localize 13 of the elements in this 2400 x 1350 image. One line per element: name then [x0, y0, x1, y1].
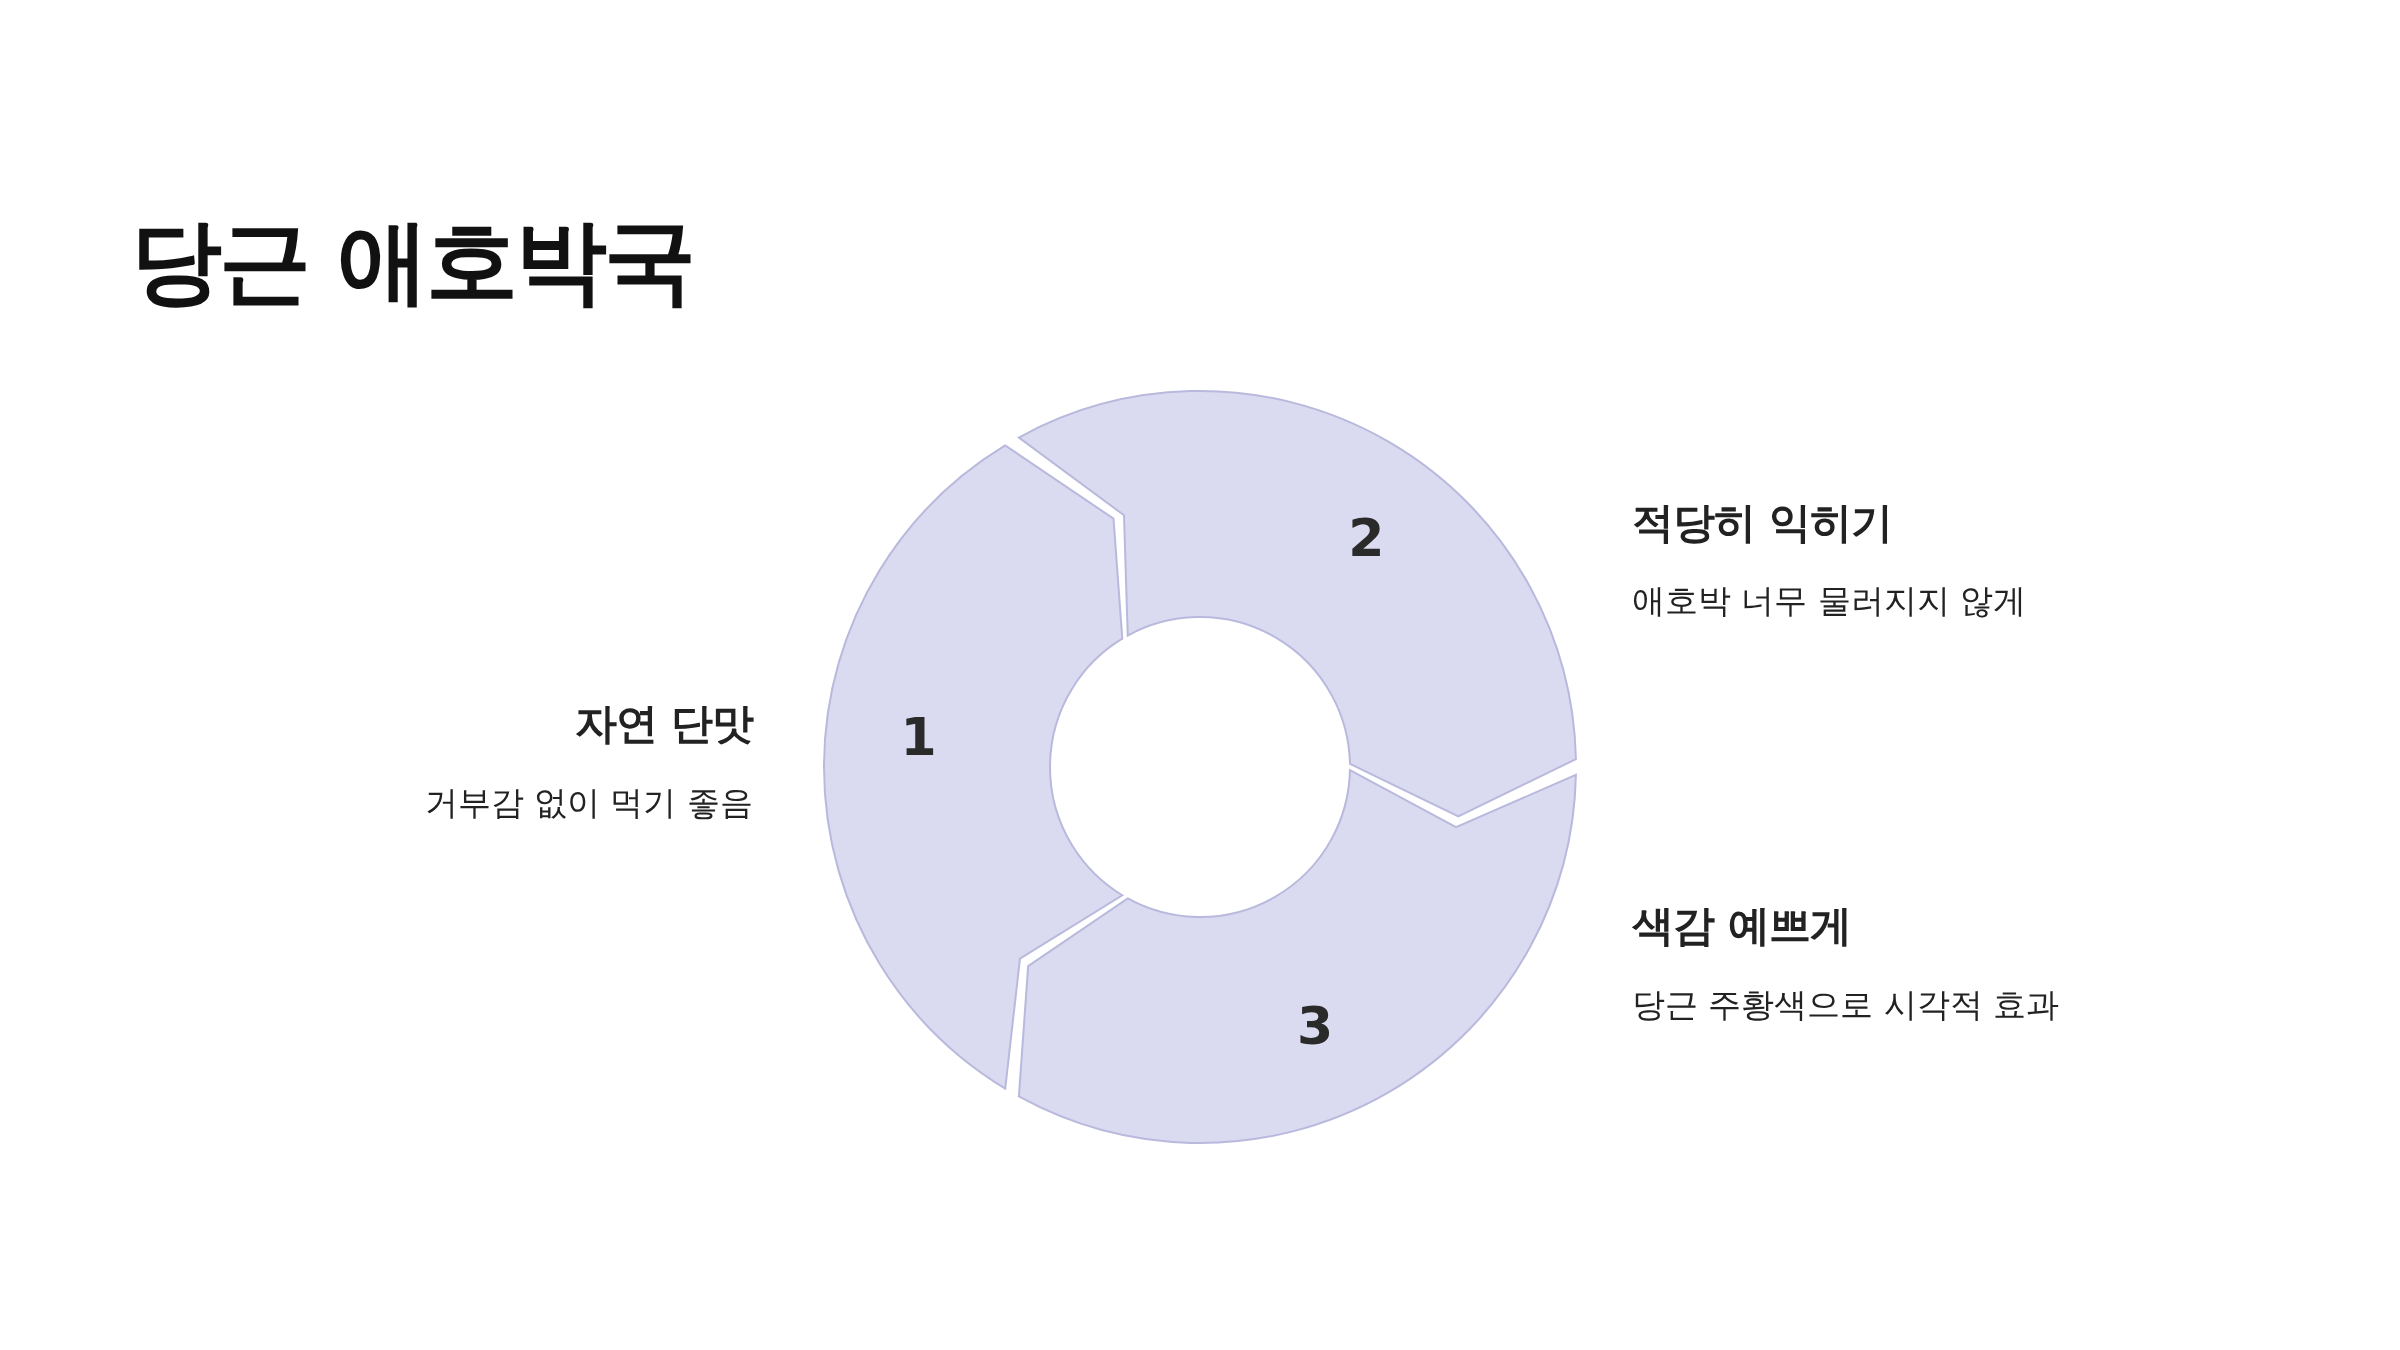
step-number: 2 [1348, 508, 1385, 569]
step-number: 3 [1297, 995, 1334, 1056]
step-number: 1 [900, 707, 937, 768]
title: 당근 애호박국 [130, 207, 694, 317]
step-heading: 적당히 익히기 [1632, 497, 1892, 549]
step-description: 당근 주황색으로 시각적 효과 [1632, 983, 2060, 1026]
step-description: 애호박 너무 물러지지 않게 [1632, 579, 2027, 622]
step-heading: 자연 단맛 [575, 698, 753, 750]
cycle-segment [822, 443, 1125, 1091]
step-heading: 색감 예쁘게 [1632, 900, 1851, 952]
cycle-segment [1016, 768, 1578, 1145]
cycle-segment [1016, 389, 1578, 819]
step-description: 거부감 없이 먹기 좋음 [424, 781, 753, 824]
